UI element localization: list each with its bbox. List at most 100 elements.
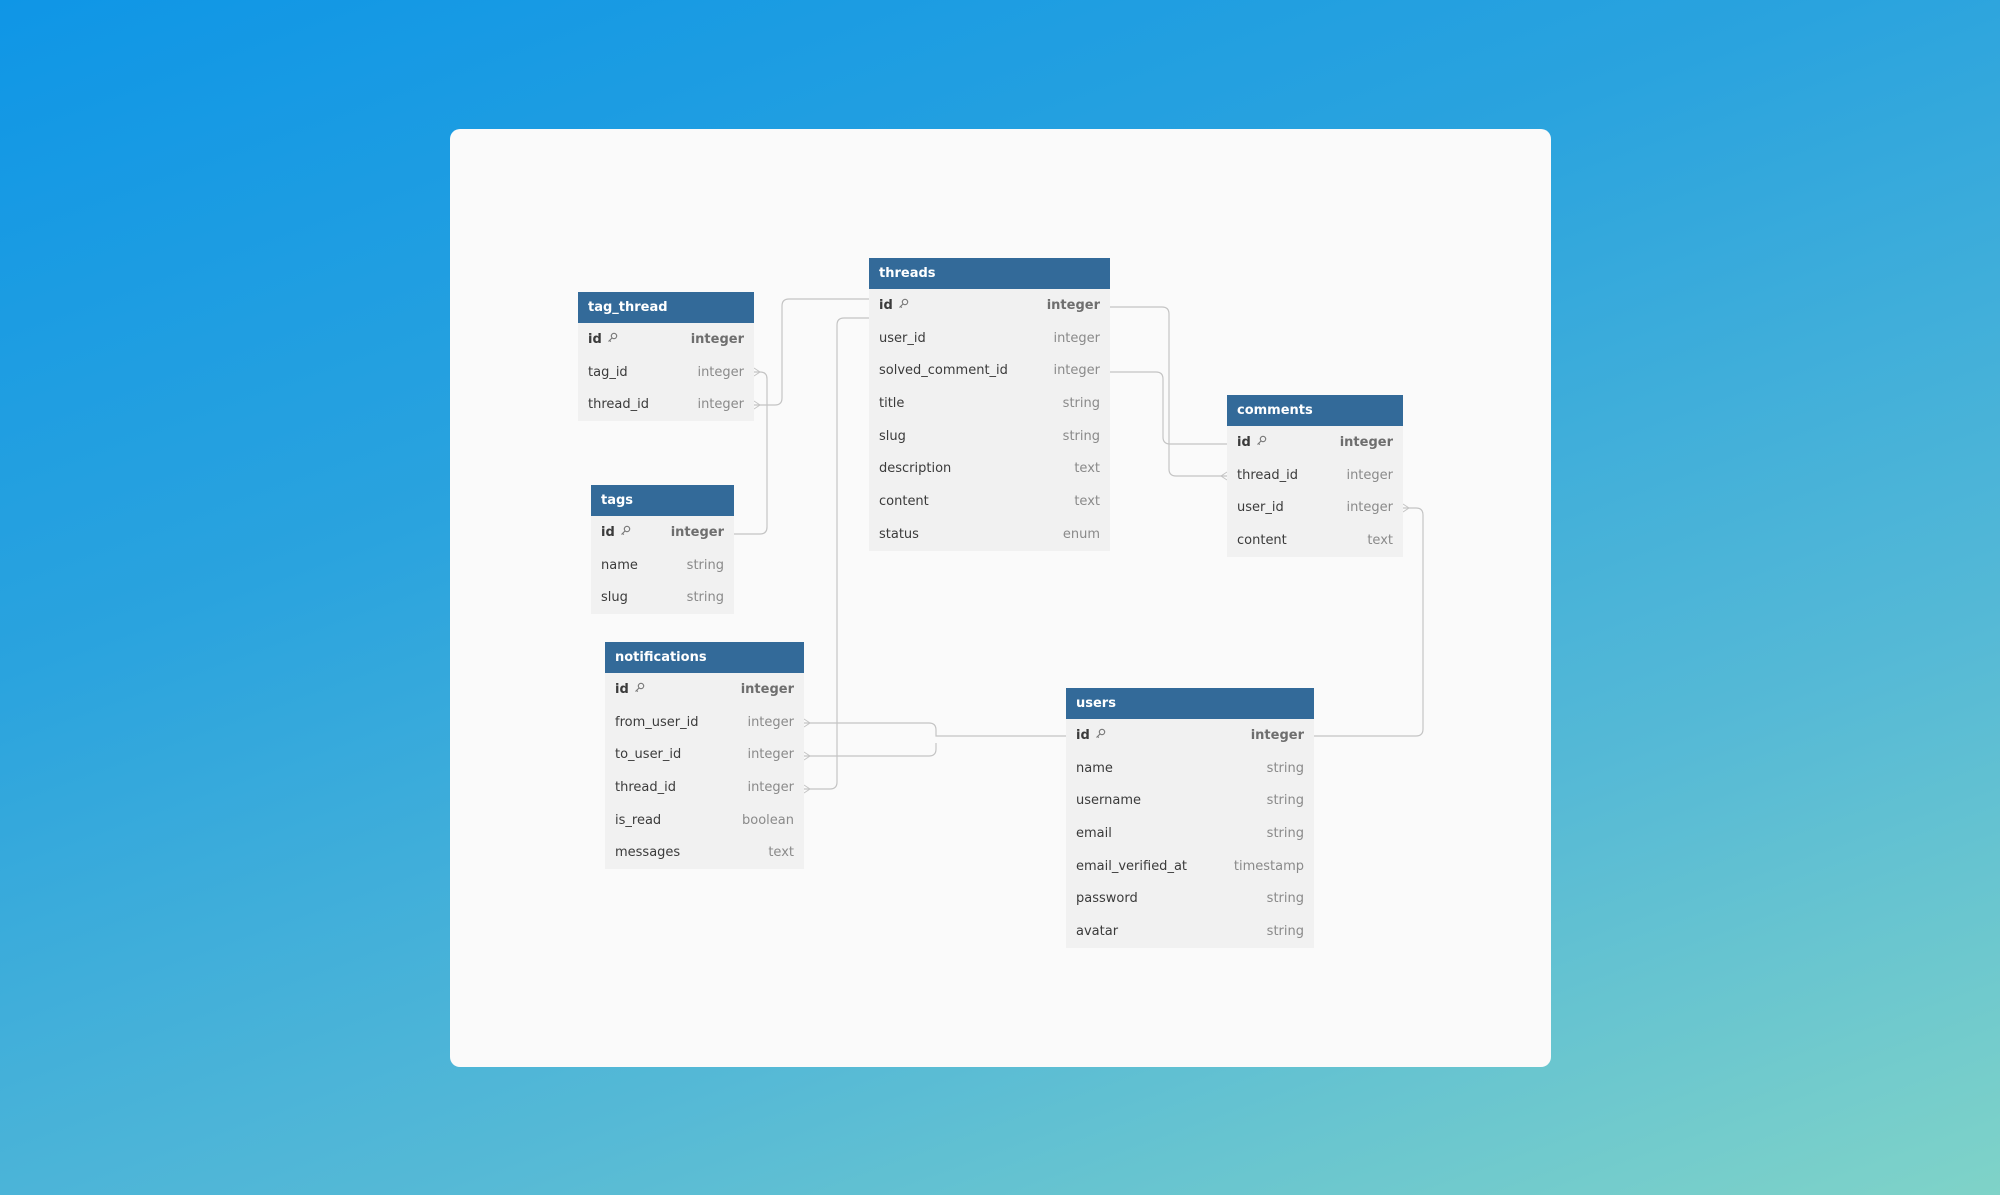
column-type: string — [1062, 428, 1100, 444]
many-marker — [753, 367, 761, 377]
column-row[interactable]: user_id integer — [1227, 491, 1403, 524]
column-row[interactable]: slug string — [869, 420, 1110, 453]
column-name: to_user_id — [615, 747, 682, 763]
column-name: id — [879, 297, 893, 313]
column-type: integer — [1346, 467, 1393, 483]
column-name: username — [1076, 793, 1141, 809]
column-name: messages — [615, 845, 681, 861]
column-type: integer — [697, 364, 744, 380]
column-name: thread_id — [588, 397, 649, 413]
column-row[interactable]: to_user_id integer — [605, 738, 804, 771]
column-type: integer — [747, 714, 794, 730]
column-name: user_id — [879, 330, 926, 346]
column-name: email — [1076, 825, 1112, 841]
column-row[interactable]: id integer — [1227, 426, 1403, 459]
column-row[interactable]: from_user_id integer — [605, 706, 804, 739]
column-row[interactable]: user_id integer — [869, 322, 1110, 355]
column-row[interactable]: solved_comment_id integer — [869, 354, 1110, 387]
column-type: text — [1367, 532, 1393, 548]
primary-key-icon — [1256, 435, 1267, 450]
relation-line — [804, 722, 1066, 737]
many-marker — [803, 718, 811, 728]
column-type: text — [1074, 461, 1100, 477]
column-row[interactable]: title string — [869, 387, 1110, 420]
column-type: string — [1062, 395, 1100, 411]
column-name: user_id — [1237, 500, 1284, 516]
column-row[interactable]: tag_id integer — [578, 356, 754, 389]
column-name: tag_id — [588, 364, 628, 380]
column-row[interactable]: id integer — [605, 673, 804, 706]
column-name: slug — [601, 590, 628, 606]
column-type: string — [1266, 891, 1304, 907]
column-name: id — [1237, 434, 1251, 450]
primary-key-icon — [607, 332, 618, 347]
many-marker — [1402, 503, 1410, 513]
column-type: string — [686, 557, 724, 573]
column-type: integer — [670, 524, 724, 540]
column-type: text — [768, 845, 794, 861]
column-type: integer — [1053, 363, 1100, 379]
column-name: content — [879, 493, 929, 509]
column-type: boolean — [742, 812, 794, 828]
column-name: solved_comment_id — [879, 363, 1008, 379]
column-type: string — [1266, 793, 1304, 809]
column-type: integer — [747, 747, 794, 763]
column-type: text — [1074, 493, 1100, 509]
column-name: title — [879, 395, 905, 411]
column-name: avatar — [1076, 923, 1119, 939]
column-type: integer — [1339, 434, 1393, 450]
column-name: thread_id — [615, 779, 676, 795]
column-row[interactable]: is_read boolean — [605, 804, 804, 837]
table-header[interactable]: comments — [1227, 395, 1403, 426]
column-row[interactable]: content text — [869, 485, 1110, 518]
column-name: from_user_id — [615, 714, 699, 730]
table-header[interactable]: users — [1066, 688, 1314, 719]
column-type: integer — [1046, 297, 1100, 313]
column-row[interactable]: username string — [1066, 784, 1314, 817]
many-marker — [803, 784, 811, 794]
column-type: integer — [1053, 330, 1100, 346]
table-header[interactable]: notifications — [605, 642, 804, 673]
column-row[interactable]: id integer — [869, 289, 1110, 322]
column-type: integer — [740, 681, 794, 697]
column-row[interactable]: messages text — [605, 836, 804, 869]
primary-key-icon — [620, 525, 631, 540]
table-header[interactable]: tag_thread — [578, 292, 754, 323]
table-header[interactable]: tags — [591, 485, 734, 516]
relation-line — [804, 317, 869, 790]
column-name: id — [1076, 727, 1090, 743]
column-name: is_read — [615, 812, 662, 828]
column-name: id — [615, 681, 629, 697]
column-type: enum — [1062, 526, 1100, 542]
primary-key-icon — [1095, 728, 1106, 743]
column-type: integer — [1346, 500, 1393, 516]
table-header[interactable]: threads — [869, 258, 1110, 289]
relation-line — [804, 743, 937, 757]
relation-line — [754, 298, 869, 406]
relation-line — [1110, 306, 1227, 477]
column-name: slug — [879, 428, 906, 444]
